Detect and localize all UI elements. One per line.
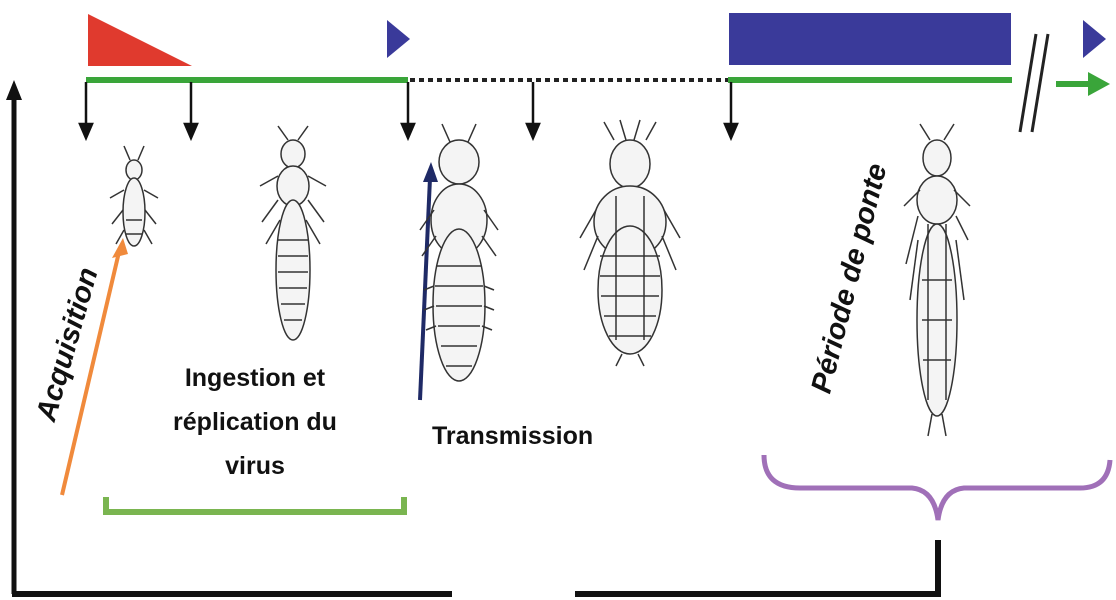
ponte-brace (764, 455, 1110, 520)
ingestion-bracket (106, 497, 404, 512)
blue-marker-left (387, 20, 410, 58)
prepupa-figure (420, 124, 498, 381)
acquisition-triangle (88, 14, 192, 66)
left-vertical-arrowhead (6, 80, 22, 100)
transmission-arrowhead (423, 162, 438, 182)
acquisition-arrowhead (112, 238, 128, 258)
ingestion-label-line2: réplication du (150, 400, 360, 444)
larva-stage-1-figure (110, 146, 158, 246)
larva-stage-2-figure (260, 126, 326, 340)
infective-period-bar (729, 13, 1011, 65)
timeline-arrowhead (1088, 72, 1110, 96)
ingestion-label: Ingestion et réplication du virus (150, 356, 360, 488)
ingestion-label-line3: virus (150, 444, 360, 488)
ingestion-label-line1: Ingestion et (150, 356, 360, 400)
blue-marker-right (1083, 20, 1106, 58)
adult-figure (904, 124, 970, 436)
pupa-figure (580, 120, 680, 366)
transmission-label: Transmission (432, 422, 593, 451)
stage-arrows (80, 82, 737, 138)
